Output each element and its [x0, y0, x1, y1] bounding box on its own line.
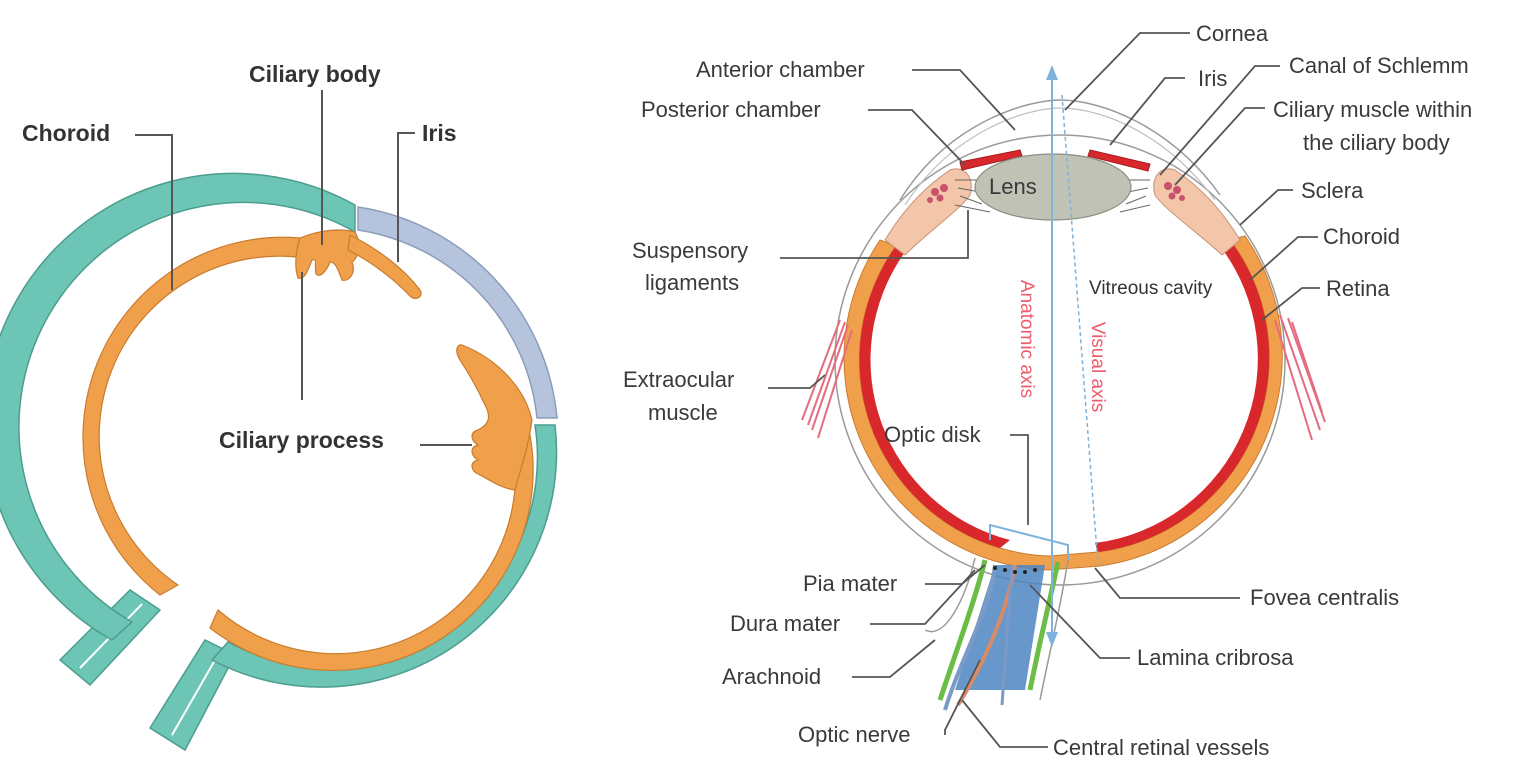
right-eye-cross-section: [768, 32, 1326, 748]
label-cornea: Cornea: [1196, 21, 1269, 46]
left-cornea-segment: [357, 206, 558, 419]
label-ciliary-muscle-line1: Ciliary muscle within: [1273, 97, 1473, 122]
label-optic-nerve: Optic nerve: [798, 722, 911, 747]
left-label-iris: Iris: [422, 120, 457, 146]
label-extraocular-line2: muscle: [648, 400, 718, 425]
label-pia-mater: Pia mater: [803, 571, 898, 596]
left-eye-schematic: [0, 90, 558, 752]
label-arachnoid: Arachnoid: [722, 664, 822, 689]
lamina-cribrosa: [993, 566, 1037, 574]
choroid-band: [843, 235, 1283, 571]
label-vitreous-cavity: Vitreous cavity: [1089, 278, 1213, 299]
retina-band: [859, 246, 1010, 548]
label-lens: Lens: [989, 174, 1037, 199]
label-dura-mater: Dura mater: [730, 611, 841, 636]
label-visual-axis: Visual axis: [1087, 321, 1109, 413]
label-suspensory-line2: ligaments: [645, 270, 740, 295]
label-canal-of-schlemm: Canal of Schlemm: [1289, 53, 1469, 78]
label-optic-disk: Optic disk: [884, 422, 981, 447]
label-lamina-cribrosa: Lamina cribrosa: [1137, 645, 1294, 670]
retina-band-right: [1095, 240, 1270, 552]
left-label-ciliary-process: Ciliary process: [219, 427, 384, 453]
label-extraocular-line1: Extraocular: [623, 367, 735, 392]
label-sclera: Sclera: [1301, 178, 1364, 203]
label-posterior-chamber: Posterior chamber: [641, 97, 821, 122]
label-anterior-chamber: Anterior chamber: [696, 57, 865, 82]
ciliary-body-left: [884, 168, 972, 256]
ciliary-muscle: [927, 182, 1185, 203]
left-sclera-ring: [0, 172, 356, 641]
extraocular-muscle-left: [801, 319, 853, 439]
label-central-retinal-vessels: Central retinal vessels: [1053, 735, 1270, 760]
left-label-choroid: Choroid: [22, 120, 111, 146]
visual-axis-line: [1061, 94, 1099, 566]
label-retina: Retina: [1326, 276, 1390, 301]
left-label-ciliary-body: Ciliary body: [249, 61, 381, 87]
left-choroid-ring: [82, 236, 306, 596]
label-anatomic-axis: Anatomic axis: [1016, 279, 1038, 399]
left-leader-lines: [135, 90, 472, 446]
cornea-outline: [899, 99, 1221, 201]
label-fovea-centralis: Fovea centralis: [1250, 585, 1400, 610]
iris-right: [1087, 149, 1151, 172]
left-iris-top: [347, 234, 422, 300]
label-suspensory-line1: Suspensory: [632, 238, 749, 263]
extraocular-muscle-right: [1274, 314, 1326, 441]
right-leader-lines: [768, 32, 1320, 748]
suspensory-ligament-lines: [954, 179, 1151, 213]
label-choroid: Choroid: [1323, 224, 1401, 249]
label-iris: Iris: [1198, 66, 1228, 91]
left-ciliary-body-right: [456, 344, 533, 491]
label-ciliary-muscle-line2: the ciliary body: [1303, 130, 1450, 155]
optic-disk-bracket: [989, 523, 1069, 560]
optic-nerve: [924, 557, 1069, 711]
